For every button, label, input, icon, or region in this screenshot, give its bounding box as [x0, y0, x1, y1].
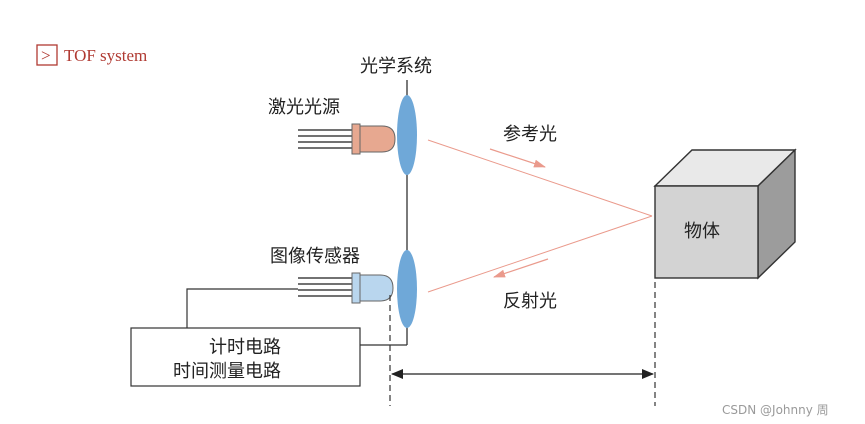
- timing-circuit-label-1: 计时电路: [209, 337, 281, 358]
- reflected-light-arrow: [493, 258, 549, 278]
- sensor-wire: [186, 288, 298, 328]
- diagram-title: TOF system: [64, 46, 147, 65]
- emitted-light-ray: [427, 139, 653, 217]
- title-marker-icon: >: [41, 46, 51, 65]
- image-sensor-label: 图像传感器: [270, 246, 360, 267]
- laser-led-icon: [298, 123, 396, 155]
- object-cube: [653, 148, 797, 280]
- reference-light-arrow: [489, 148, 546, 168]
- title-marker-box: [36, 44, 58, 66]
- object-label: 物体: [684, 221, 720, 242]
- watermark-text: CSDN @Johnny 周: [722, 403, 829, 417]
- upper-lens: [397, 95, 417, 175]
- laser-source-label: 激光光源: [268, 97, 340, 118]
- optical-system-label: 光学系统: [360, 56, 432, 77]
- timing-circuit-box: [130, 327, 361, 387]
- title-group: > TOF system: [36, 44, 147, 66]
- reflected-light-ray: [427, 215, 653, 293]
- reflected-light-label: 反射光: [503, 291, 557, 312]
- reference-light-label: 参考光: [503, 124, 557, 145]
- lower-lens: [397, 250, 417, 328]
- cube-front-face: [654, 185, 759, 279]
- timing-circuit-label-2: 时间测量电路: [173, 361, 281, 382]
- image-sensor-icon: [298, 272, 394, 304]
